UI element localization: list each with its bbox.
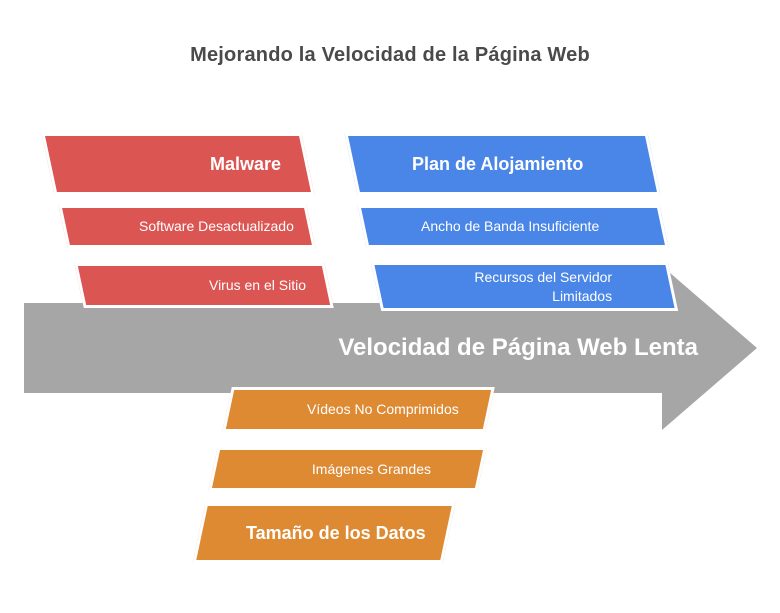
cause-label-virus-en-el-sitio: Virus en el Sitio [208, 277, 306, 294]
cause-label-videos-no-comprimidos: Vídeos No Comprimidos [307, 401, 460, 418]
cause-bar-virus-en-el-sitio: Virus en el Sitio [74, 263, 334, 308]
cause-bar-ancho-de-banda: Ancho de Banda Insuficiente [357, 205, 669, 248]
cause-bar-tamano-de-los-datos: Tamaño de los Datos [192, 503, 456, 563]
cause-bar-recursos-servidor: Recursos del Servidor Limitados [370, 262, 679, 311]
cause-label-malware: Malware [209, 153, 281, 174]
cause-label-imagenes-grandes: Imágenes Grandes [311, 460, 432, 477]
cause-label-plan-de-alojamiento: Plan de Alojamiento [411, 153, 583, 174]
main-arrow-body [24, 303, 662, 393]
cause-label-software-desactualizado: Software Desactualizado [139, 218, 294, 235]
cause-label-tamano-de-los-datos: Tamaño de los Datos [246, 522, 427, 543]
cause-bar-videos-no-comprimidos: Vídeos No Comprimidos [222, 387, 495, 432]
cause-label-recursos-servidor: Recursos del Servidor Limitados [474, 268, 612, 304]
cause-bar-imagenes-grandes: Imágenes Grandes [208, 447, 487, 491]
cause-bar-software-desactualizado: Software Desactualizado [58, 205, 316, 248]
cause-bar-plan-de-alojamiento: Plan de Alojamiento [344, 133, 661, 195]
cause-label-ancho-de-banda: Ancho de Banda Insuficiente [420, 218, 599, 235]
main-arrow-head-icon [662, 266, 757, 430]
diagram-title: Mejorando la Velocidad de la Página Web [190, 44, 590, 66]
cause-bar-malware: Malware [41, 133, 315, 195]
